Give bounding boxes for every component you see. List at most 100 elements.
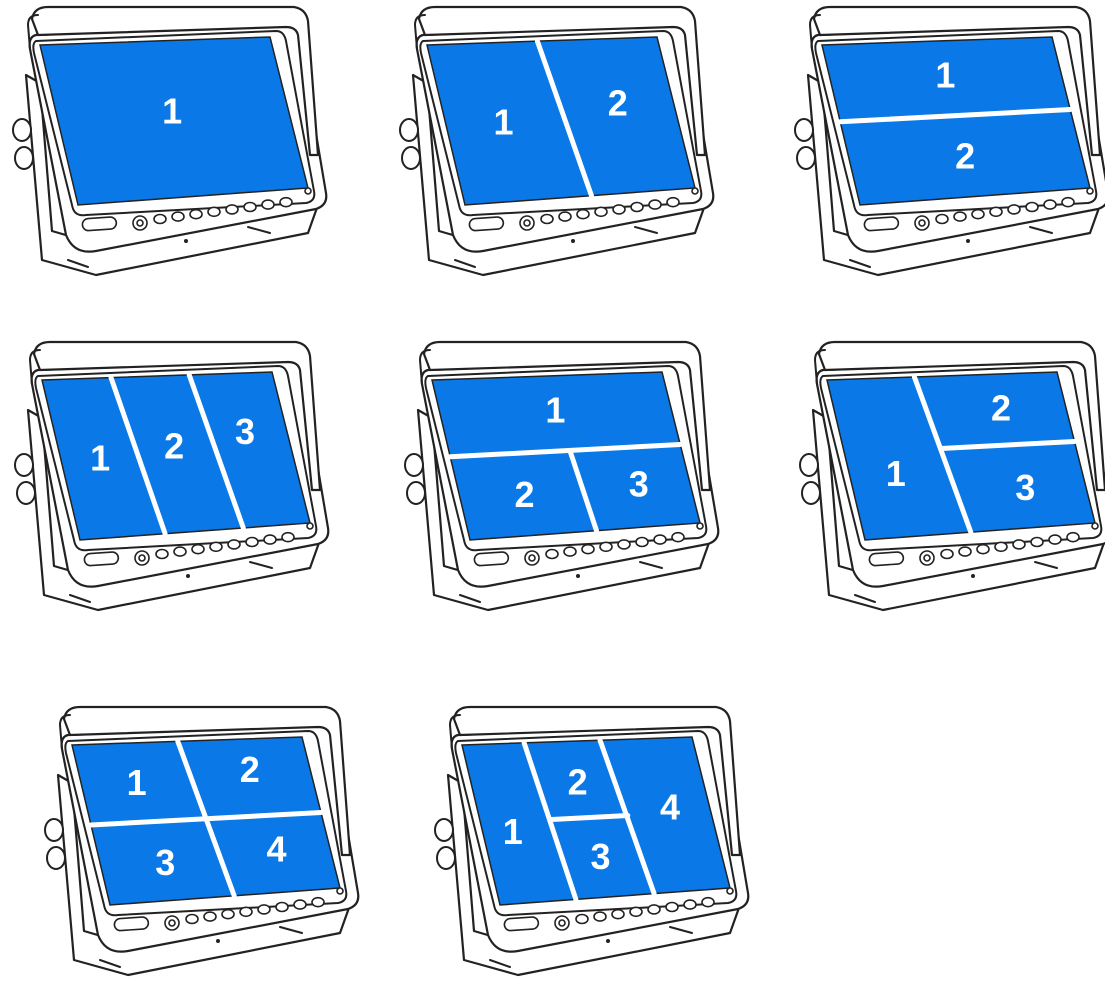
button-icon[interactable] bbox=[654, 535, 666, 544]
button-icon[interactable] bbox=[154, 215, 166, 224]
button-icon[interactable] bbox=[1031, 538, 1043, 547]
button-icon[interactable] bbox=[246, 538, 258, 547]
button-icon[interactable] bbox=[995, 542, 1007, 551]
knob-icon[interactable] bbox=[17, 482, 35, 504]
channel-label: 2 bbox=[608, 83, 628, 124]
button-icon[interactable] bbox=[262, 200, 274, 209]
ir-window bbox=[864, 217, 899, 231]
button-icon[interactable] bbox=[1049, 535, 1061, 544]
button-icon[interactable] bbox=[1013, 540, 1025, 549]
channel-label: 1 bbox=[503, 811, 523, 852]
button-icon[interactable] bbox=[240, 907, 252, 916]
button-icon[interactable] bbox=[222, 910, 234, 919]
button-icon[interactable] bbox=[667, 198, 679, 207]
knob-icon[interactable] bbox=[405, 454, 423, 476]
power-led bbox=[337, 888, 343, 894]
knob-icon[interactable] bbox=[402, 147, 420, 169]
button-icon[interactable] bbox=[631, 203, 643, 212]
power-led bbox=[307, 523, 313, 529]
knob-icon[interactable] bbox=[15, 454, 33, 476]
button-icon[interactable] bbox=[702, 898, 714, 907]
button-icon[interactable] bbox=[294, 900, 306, 909]
button-icon[interactable] bbox=[172, 212, 184, 221]
button-icon[interactable] bbox=[594, 912, 606, 921]
power-led bbox=[1087, 188, 1093, 194]
button-icon[interactable] bbox=[582, 545, 594, 554]
button-icon[interactable] bbox=[204, 912, 216, 921]
button-icon[interactable] bbox=[1067, 533, 1079, 542]
button-icon[interactable] bbox=[990, 207, 1002, 216]
button-icon[interactable] bbox=[228, 540, 240, 549]
button-icon[interactable] bbox=[174, 547, 186, 556]
button-icon[interactable] bbox=[541, 215, 553, 224]
power-button-center bbox=[137, 220, 143, 226]
button-icon[interactable] bbox=[276, 903, 288, 912]
button-icon[interactable] bbox=[282, 533, 294, 542]
power-button-center bbox=[529, 555, 535, 561]
button-icon[interactable] bbox=[564, 547, 576, 556]
power-button-center bbox=[919, 220, 925, 226]
button-icon[interactable] bbox=[612, 910, 624, 919]
button-icon[interactable] bbox=[936, 215, 948, 224]
button-icon[interactable] bbox=[186, 915, 198, 924]
button-icon[interactable] bbox=[959, 547, 971, 556]
button-icon[interactable] bbox=[156, 550, 168, 559]
button-icon[interactable] bbox=[684, 900, 696, 909]
knob-icon[interactable] bbox=[47, 847, 65, 869]
knob-icon[interactable] bbox=[435, 819, 453, 841]
button-icon[interactable] bbox=[1008, 205, 1020, 214]
button-icon[interactable] bbox=[258, 905, 270, 914]
button-icon[interactable] bbox=[649, 200, 661, 209]
button-icon[interactable] bbox=[613, 205, 625, 214]
button-icon[interactable] bbox=[192, 545, 204, 554]
button-icon[interactable] bbox=[190, 210, 202, 219]
button-icon[interactable] bbox=[941, 550, 953, 559]
knob-icon[interactable] bbox=[797, 147, 815, 169]
button-icon[interactable] bbox=[210, 542, 222, 551]
button-icon[interactable] bbox=[280, 198, 292, 207]
channel-label: 3 bbox=[591, 836, 611, 877]
channel-label: 1 bbox=[886, 453, 906, 494]
button-icon[interactable] bbox=[972, 210, 984, 219]
button-icon[interactable] bbox=[1062, 198, 1074, 207]
knob-icon[interactable] bbox=[802, 482, 820, 504]
button-icon[interactable] bbox=[312, 898, 324, 907]
button-icon[interactable] bbox=[559, 212, 571, 221]
button-icon[interactable] bbox=[648, 905, 660, 914]
monitor-icon: 12 bbox=[395, 5, 755, 305]
button-icon[interactable] bbox=[546, 550, 558, 559]
button-icon[interactable] bbox=[977, 545, 989, 554]
button-icon[interactable] bbox=[672, 533, 684, 542]
button-icon[interactable] bbox=[264, 535, 276, 544]
button-icon[interactable] bbox=[208, 207, 220, 216]
button-icon[interactable] bbox=[577, 210, 589, 219]
channel-label: 2 bbox=[568, 761, 588, 802]
power-led bbox=[1092, 523, 1098, 529]
button-icon[interactable] bbox=[954, 212, 966, 221]
knob-icon[interactable] bbox=[795, 119, 813, 141]
button-icon[interactable] bbox=[1044, 200, 1056, 209]
knob-icon[interactable] bbox=[800, 454, 818, 476]
knob-icon[interactable] bbox=[15, 147, 33, 169]
knob-icon[interactable] bbox=[407, 482, 425, 504]
button-icon[interactable] bbox=[630, 907, 642, 916]
button-icon[interactable] bbox=[636, 538, 648, 547]
button-icon[interactable] bbox=[600, 542, 612, 551]
channel-label: 2 bbox=[515, 474, 535, 515]
channel-label: 3 bbox=[155, 842, 175, 883]
knob-icon[interactable] bbox=[437, 847, 455, 869]
button-icon[interactable] bbox=[226, 205, 238, 214]
button-icon[interactable] bbox=[576, 915, 588, 924]
button-icon[interactable] bbox=[244, 203, 256, 212]
channel-label: 2 bbox=[991, 388, 1011, 429]
button-icon[interactable] bbox=[595, 207, 607, 216]
knob-icon[interactable] bbox=[45, 819, 63, 841]
ir-window bbox=[114, 917, 149, 931]
button-icon[interactable] bbox=[1026, 203, 1038, 212]
channel-label: 1 bbox=[162, 90, 182, 131]
button-icon[interactable] bbox=[618, 540, 630, 549]
knob-icon[interactable] bbox=[400, 119, 418, 141]
button-icon[interactable] bbox=[666, 903, 678, 912]
monitor-icon: 1 bbox=[8, 5, 368, 305]
knob-icon[interactable] bbox=[13, 119, 31, 141]
